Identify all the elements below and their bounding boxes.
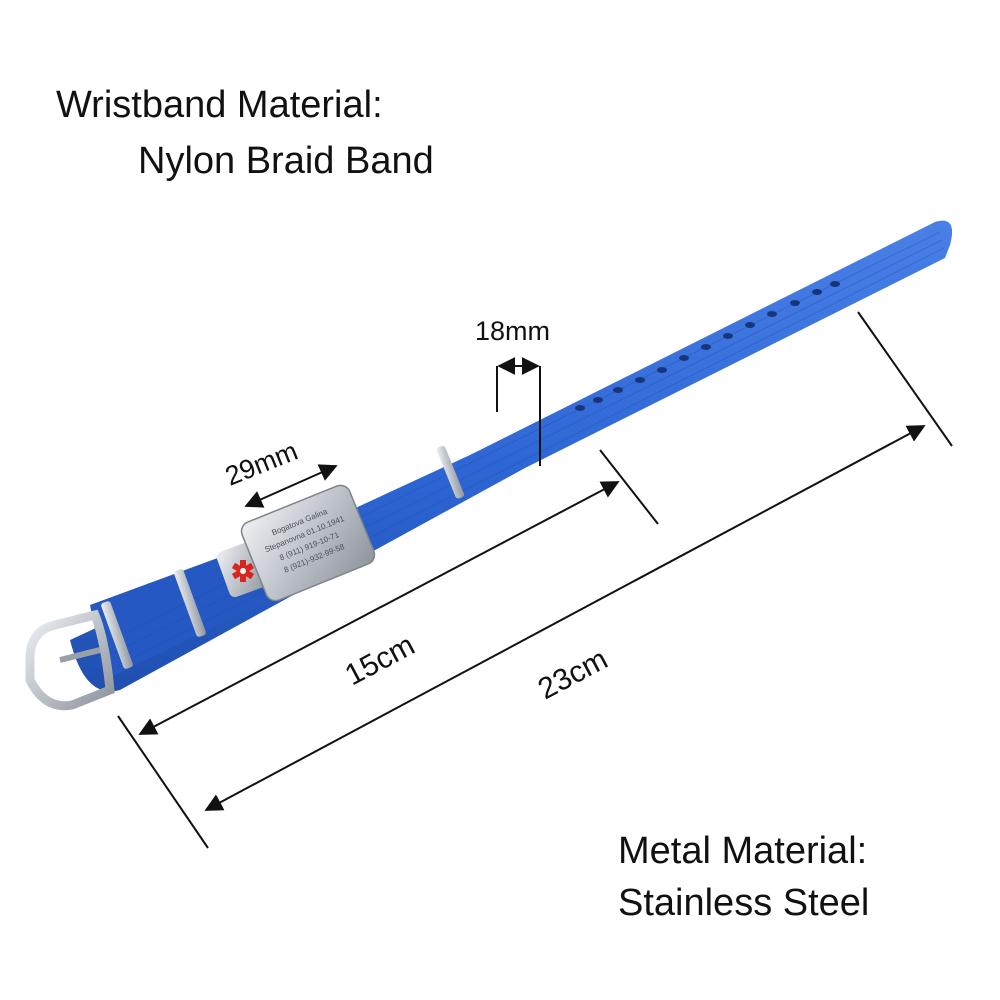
metal-material-title: Metal Material: xyxy=(618,830,868,872)
dimension-lines xyxy=(117,311,953,849)
strap-holes xyxy=(575,281,840,411)
dim-label-15cm: 15cm xyxy=(340,629,420,693)
dim-23cm-tick-right xyxy=(857,311,953,447)
wristband-material-value: Nylon Braid Band xyxy=(138,140,434,182)
dim-label-29mm: 29mm xyxy=(221,436,302,492)
dim-23cm-arrow xyxy=(204,425,926,811)
metal-material-value: Stainless Steel xyxy=(618,882,870,924)
buckle xyxy=(25,609,115,711)
dim-15cm-tick-left xyxy=(117,715,209,849)
dim-label-18mm: 18mm xyxy=(475,316,550,346)
dim-label-23cm: 23cm xyxy=(533,643,613,707)
wristband-material-title: Wristband Material: xyxy=(56,84,383,126)
